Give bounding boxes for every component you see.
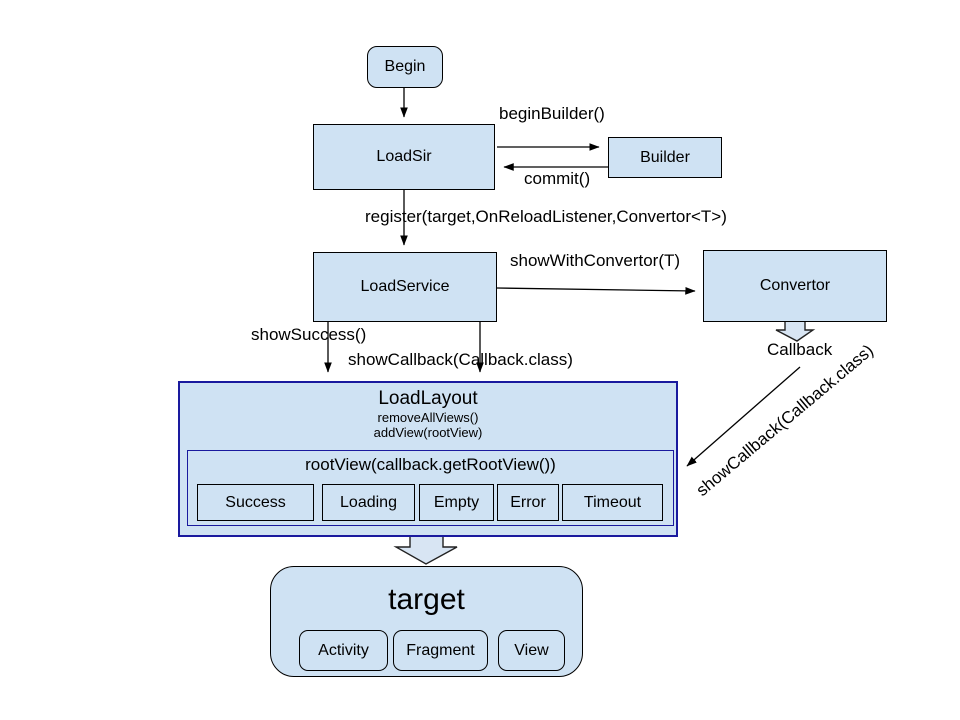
edge-label-showcallback: showCallback(Callback.class)	[348, 350, 573, 369]
block-arrow-convertor-down	[775, 319, 816, 342]
rootview-container: rootView(callback.getRootView()) Success…	[187, 450, 674, 526]
edge-label-callback: Callback	[767, 340, 833, 359]
target-title: target	[388, 583, 465, 616]
node-loadservice: LoadService	[313, 252, 497, 322]
node-convertor: Convertor	[703, 250, 887, 322]
node-builder: Builder	[608, 137, 722, 178]
loadlayout-title: LoadLayout	[378, 388, 478, 409]
target-child-activity: Activity	[299, 630, 388, 671]
rootview-label: rootView(callback.getRootView())	[305, 455, 556, 474]
state-box-timeout: Timeout	[562, 484, 663, 521]
edge-label-showcallback-diagonal: showCallback(Callback.class)	[692, 340, 878, 500]
state-box-loading: Loading	[322, 484, 415, 521]
edge-label-showsuccess: showSuccess()	[251, 325, 367, 344]
state-box-error: Error	[497, 484, 559, 521]
target-child-fragment: Fragment	[393, 630, 488, 671]
arrow-loadservice-to-convertor	[496, 286, 696, 295]
node-loadsir: LoadSir	[313, 124, 495, 190]
loadlayout-header: LoadLayout removeAllViews() addView(root…	[180, 388, 676, 440]
state-box-success: Success	[197, 484, 314, 521]
edge-label-showwithconvertor: showWithConvertor(T)	[510, 251, 681, 270]
edge-label-commit: commit()	[524, 169, 591, 188]
edge-label-register: register(target,OnReloadListener,Convert…	[365, 207, 727, 226]
node-begin: Begin	[367, 46, 443, 88]
loadlayout-method-removeallviews: removeAllViews()	[377, 410, 479, 425]
node-loadlayout: LoadLayout removeAllViews() addView(root…	[178, 381, 678, 537]
target-child-view: View	[498, 630, 565, 671]
edge-label-beginbuilder: beginBuilder()	[499, 104, 605, 123]
state-box-empty: Empty	[419, 484, 494, 521]
loadlayout-method-addview: addView(rootView)	[373, 425, 483, 440]
node-target: target Activity Fragment View	[270, 566, 583, 677]
